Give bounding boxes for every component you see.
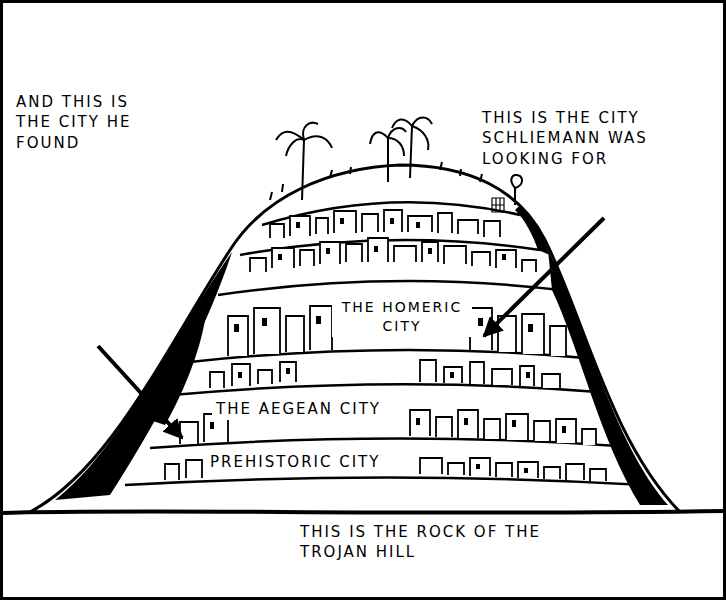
hill-outline [30, 165, 680, 512]
grid-hatch [492, 198, 504, 212]
callout-label: THIS IS THE CITY SCHLIEMANN WAS LOOKING … [482, 108, 714, 169]
layer-label: PREHISTORIC CITY [206, 451, 384, 473]
leader-arrow [98, 346, 182, 438]
layer-label: THE HOMERIC CITY [332, 297, 472, 337]
ground-line [0, 511, 726, 513]
city-buildings [165, 210, 606, 481]
building-windows [210, 218, 566, 473]
callout-label: AND THIS IS THE CITY HE FOUND [16, 92, 168, 153]
leader-arrow [484, 218, 604, 336]
ground-label: THIS IS THE ROCK OF THE TROJAN HILL [300, 522, 600, 563]
layer-label: THE AEGEAN CITY [212, 398, 385, 420]
layer-lines [125, 202, 645, 485]
